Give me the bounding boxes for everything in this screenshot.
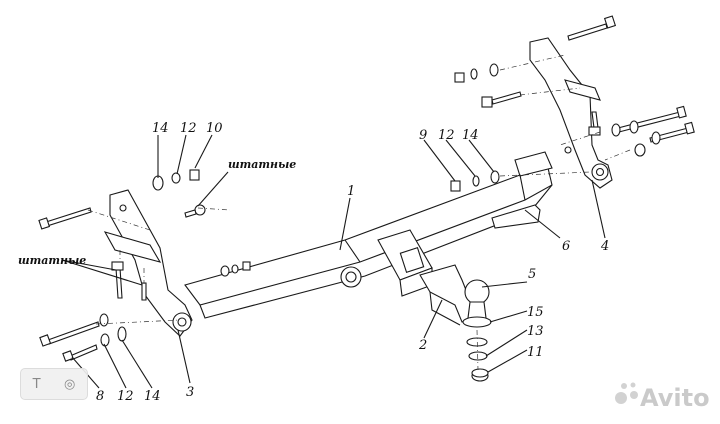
label-part-15: 15 <box>527 305 544 320</box>
label-standard-left: штатные <box>18 254 86 267</box>
right-bolts <box>450 15 695 192</box>
t-icon[interactable]: T <box>32 376 41 392</box>
label-part-14-bottom: 14 <box>144 389 161 404</box>
label-part-10: 10 <box>206 121 223 136</box>
socket-bracket-part-6 <box>491 204 541 229</box>
crossbar-part-1 <box>184 151 553 319</box>
ball-nut-stack <box>468 351 489 382</box>
leader-lines <box>61 134 606 389</box>
right-bracket-part-4 <box>529 37 613 189</box>
label-part-12-bottom: 12 <box>117 389 134 404</box>
label-part-3: 3 <box>186 385 194 400</box>
label-standard-top: штатные <box>228 158 296 171</box>
label-part-11: 11 <box>527 345 544 360</box>
label-part-2: 2 <box>418 338 427 353</box>
label-part-6: 6 <box>562 239 570 254</box>
label-part-14-right: 14 <box>462 128 479 143</box>
tow-ball-part-5 <box>462 279 492 347</box>
label-part-12-right: 12 <box>438 128 455 143</box>
label-part-13: 13 <box>527 324 544 339</box>
left-bracket-part-3 <box>103 189 193 337</box>
label-part-5: 5 <box>528 267 536 282</box>
callout-labels: 1 2 3 4 5 6 8 12 14 14 12 10 9 12 14 15 … <box>18 121 609 404</box>
left-bolts <box>38 169 251 362</box>
camera-icon[interactable]: ◎ <box>63 376 76 392</box>
assembly-axes <box>87 54 631 371</box>
label-part-9: 9 <box>419 128 427 143</box>
label-part-4: 4 <box>600 239 609 254</box>
avito-watermark: Avito <box>615 382 710 412</box>
image-tools-badge[interactable]: T ◎ <box>20 368 88 400</box>
avito-wordmark: Avito <box>640 384 710 412</box>
label-part-12-top: 12 <box>180 121 197 136</box>
label-part-1: 1 <box>347 184 355 199</box>
label-part-8: 8 <box>96 389 104 404</box>
label-part-14-top: 14 <box>152 121 169 136</box>
avito-logo-icon <box>615 382 638 404</box>
